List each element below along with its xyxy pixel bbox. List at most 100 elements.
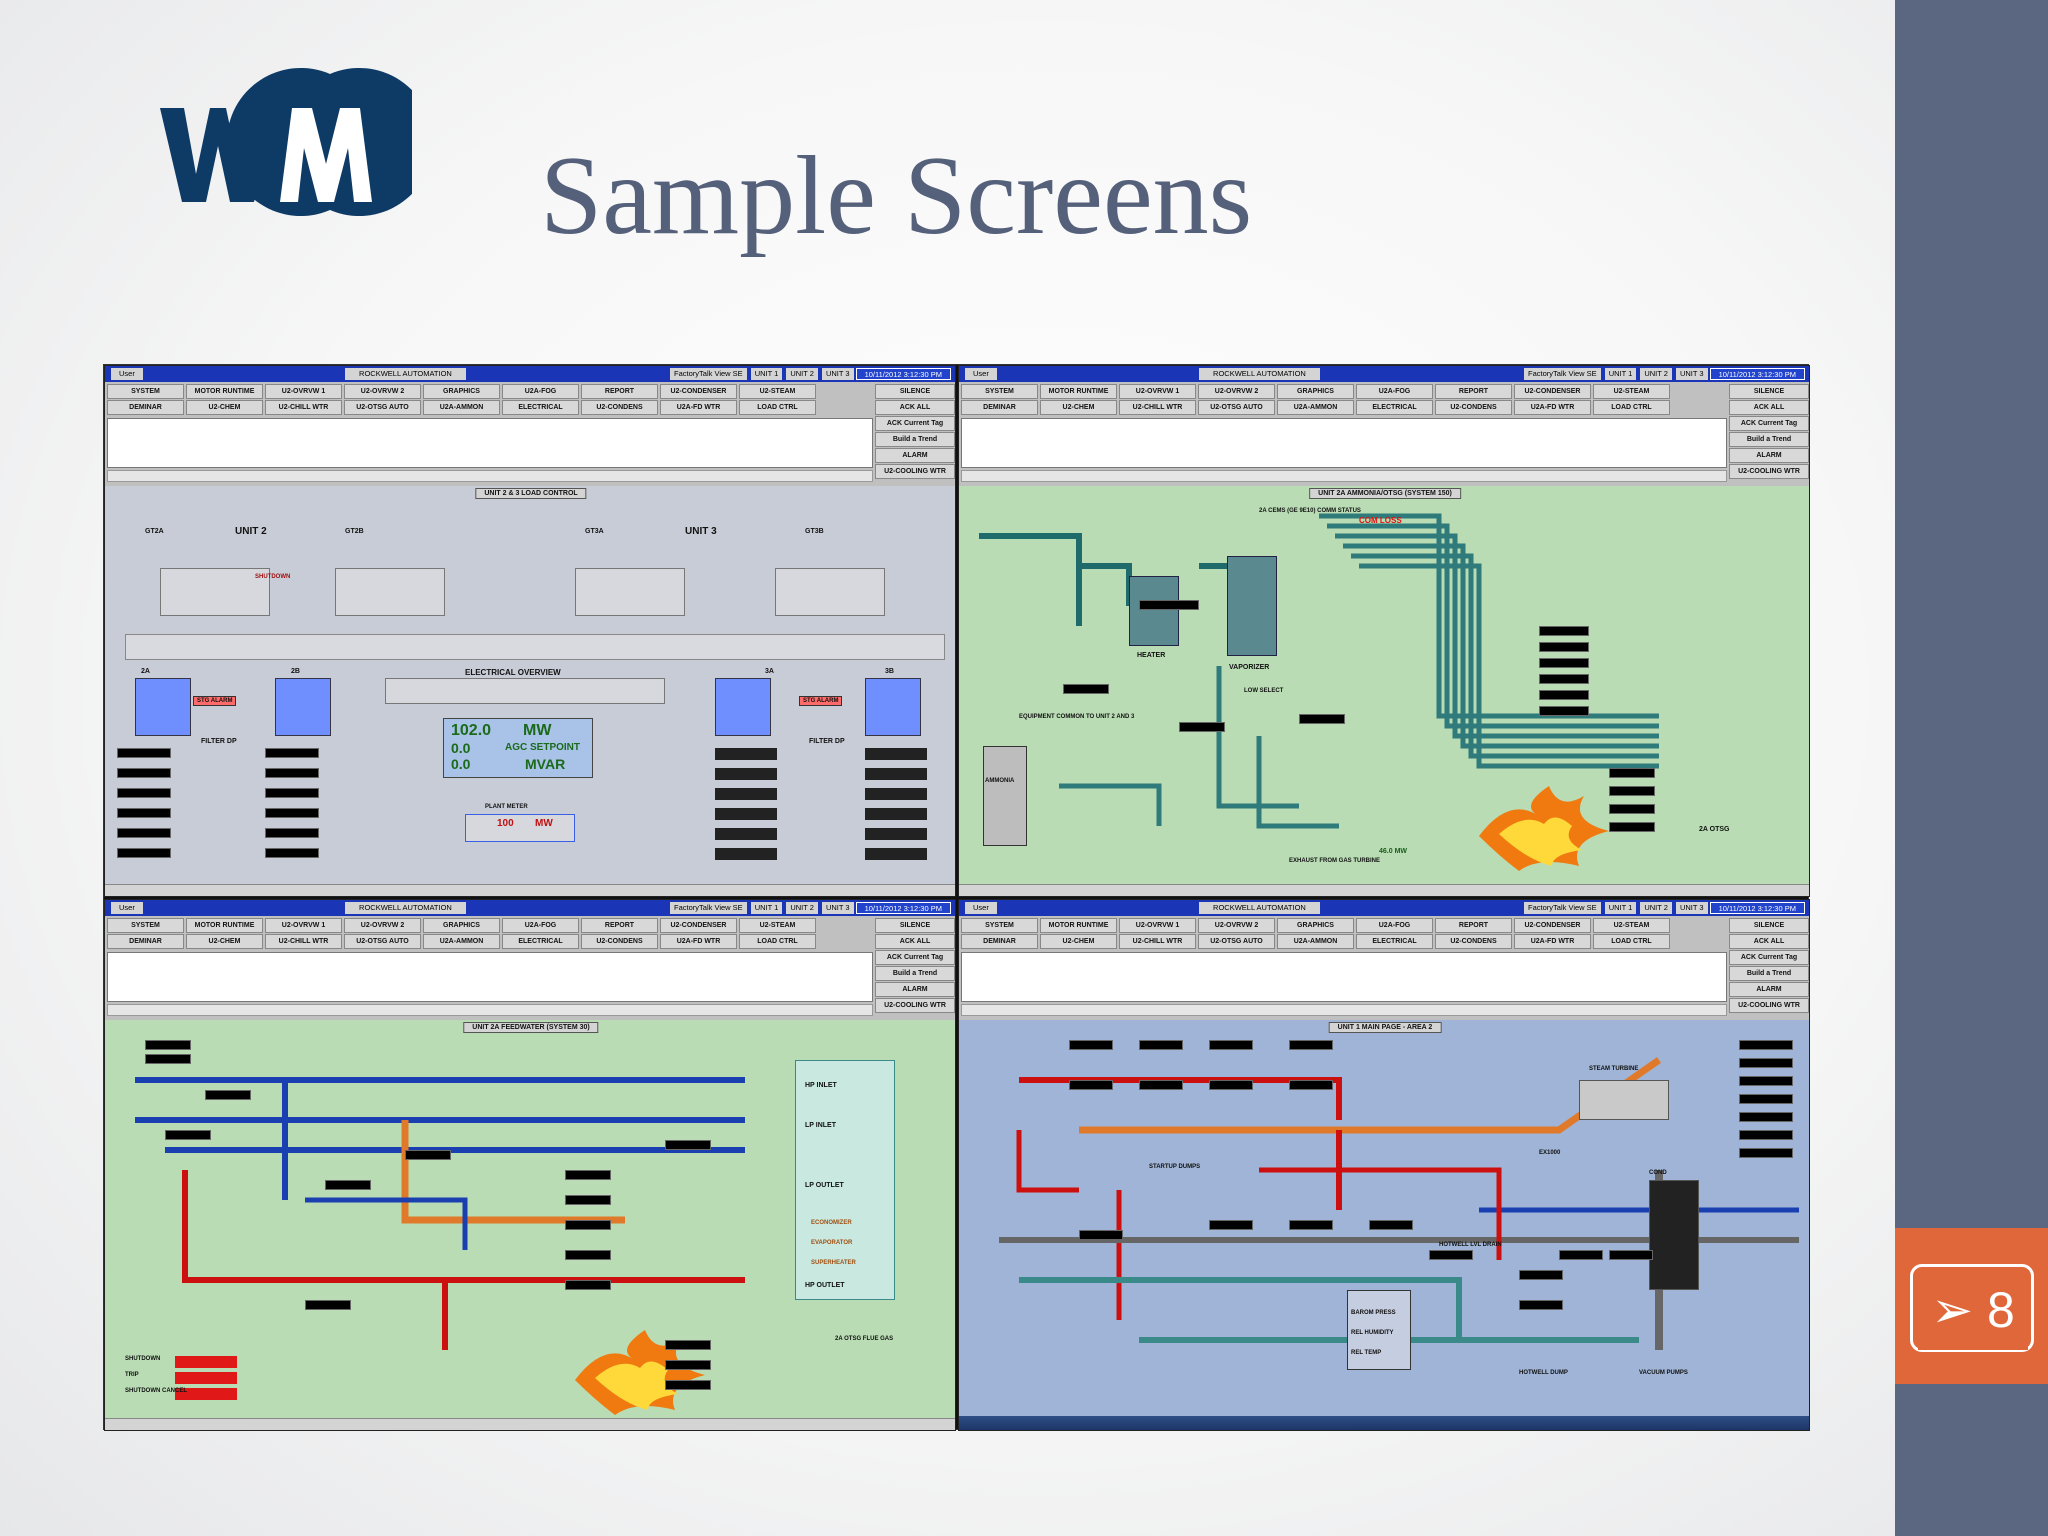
nav-button[interactable]: U2-CHILL WTR	[265, 400, 342, 415]
nav-button[interactable]: MOTOR RUNTIME	[186, 918, 263, 933]
nav-button[interactable]: U2-OVRVW 1	[265, 918, 342, 933]
nav-button[interactable]: U2-OTSG AUTO	[1198, 400, 1275, 415]
side-button[interactable]: Build a Trend	[1729, 966, 1809, 981]
nav-button[interactable]: U2A-AMMON	[1277, 934, 1354, 949]
nav-button[interactable]: U2-CONDENSER	[1514, 384, 1591, 399]
nav-button[interactable]: U2-OVRVW 2	[1198, 384, 1275, 399]
nav-button[interactable]: MOTOR RUNTIME	[1040, 384, 1117, 399]
nav-button[interactable]: U2-OVRVW 2	[1198, 918, 1275, 933]
nav-button[interactable]: U2-CHILL WTR	[265, 934, 342, 949]
nav-button[interactable]: LOAD CTRL	[739, 400, 816, 415]
nav-button[interactable]: SYSTEM	[961, 918, 1038, 933]
nav-button[interactable]: DEMINAR	[107, 934, 184, 949]
nav-button[interactable]: U2-CHILL WTR	[1119, 400, 1196, 415]
nav-button[interactable]: GRAPHICS	[423, 918, 500, 933]
nav-button[interactable]: U2A-FOG	[502, 384, 579, 399]
nav-button[interactable]: U2-CONDENSER	[660, 384, 737, 399]
nav-button[interactable]: U2-CONDENS	[1435, 400, 1512, 415]
nav-button[interactable]: U2-CONDENSER	[660, 918, 737, 933]
nav-button[interactable]: U2-OVRVW 1	[1119, 918, 1196, 933]
side-button[interactable]: ACK Current Tag	[1729, 950, 1809, 965]
nav-button[interactable]: SYSTEM	[107, 918, 184, 933]
nav-button[interactable]: REPORT	[581, 384, 658, 399]
unit-tab[interactable]: UNIT 1	[1604, 368, 1637, 380]
side-button[interactable]: ACK Current Tag	[1729, 416, 1809, 431]
side-button[interactable]: U2-COOLING WTR	[1729, 464, 1809, 479]
nav-button[interactable]: U2-STEAM	[739, 384, 816, 399]
nav-button[interactable]: U2-OVRVW 2	[344, 918, 421, 933]
side-button[interactable]: ACK ALL	[875, 400, 955, 415]
nav-button[interactable]: REPORT	[581, 918, 658, 933]
nav-button[interactable]: SYSTEM	[107, 384, 184, 399]
nav-button[interactable]: U2-CONDENSER	[1514, 918, 1591, 933]
unit-tab[interactable]: UNIT 3	[821, 902, 854, 914]
side-button[interactable]: ALARM	[875, 982, 955, 997]
side-button[interactable]: SILENCE	[1729, 384, 1809, 399]
unit-tab[interactable]: UNIT 2	[786, 902, 818, 914]
nav-button[interactable]: ELECTRICAL	[502, 934, 579, 949]
side-button[interactable]: SILENCE	[1729, 918, 1809, 933]
user-label[interactable]: User	[111, 368, 143, 380]
nav-button[interactable]: ELECTRICAL	[1356, 934, 1433, 949]
nav-button[interactable]: U2-OVRVW 1	[1119, 384, 1196, 399]
side-button[interactable]: ALARM	[1729, 982, 1809, 997]
nav-button[interactable]: U2A-FD WTR	[1514, 934, 1591, 949]
unit-tab[interactable]: UNIT 2	[786, 368, 818, 380]
side-button[interactable]: Build a Trend	[875, 966, 955, 981]
user-label[interactable]: User	[965, 902, 997, 914]
nav-button[interactable]: U2-STEAM	[739, 918, 816, 933]
nav-button[interactable]: U2-CONDENS	[581, 400, 658, 415]
nav-button[interactable]: DEMINAR	[961, 400, 1038, 415]
nav-button[interactable]: U2A-AMMON	[423, 400, 500, 415]
unit-tab[interactable]: UNIT 3	[821, 368, 854, 380]
nav-button[interactable]: U2-CONDENS	[1435, 934, 1512, 949]
side-button[interactable]: U2-COOLING WTR	[875, 998, 955, 1013]
unit-tab[interactable]: UNIT 1	[1604, 902, 1637, 914]
nav-button[interactable]: U2-CHEM	[1040, 934, 1117, 949]
nav-button[interactable]: LOAD CTRL	[739, 934, 816, 949]
nav-button[interactable]: REPORT	[1435, 918, 1512, 933]
nav-button[interactable]: GRAPHICS	[1277, 918, 1354, 933]
nav-button[interactable]: U2A-FOG	[1356, 384, 1433, 399]
nav-button[interactable]: MOTOR RUNTIME	[186, 384, 263, 399]
nav-button[interactable]: LOAD CTRL	[1593, 400, 1670, 415]
nav-button[interactable]: U2A-FD WTR	[1514, 400, 1591, 415]
unit-tab[interactable]: UNIT 2	[1640, 368, 1672, 380]
nav-button[interactable]: ELECTRICAL	[502, 400, 579, 415]
nav-button[interactable]: U2-CHILL WTR	[1119, 934, 1196, 949]
unit-tab[interactable]: UNIT 3	[1675, 902, 1708, 914]
side-button[interactable]: ALARM	[1729, 448, 1809, 463]
nav-button[interactable]: GRAPHICS	[1277, 384, 1354, 399]
unit-tab[interactable]: UNIT 2	[1640, 902, 1672, 914]
nav-button[interactable]: U2A-FOG	[502, 918, 579, 933]
nav-button[interactable]: REPORT	[1435, 384, 1512, 399]
nav-button[interactable]: U2-CHEM	[1040, 400, 1117, 415]
nav-button[interactable]: DEMINAR	[107, 400, 184, 415]
unit-tab[interactable]: UNIT 1	[750, 368, 783, 380]
nav-button[interactable]: DEMINAR	[961, 934, 1038, 949]
nav-button[interactable]: U2A-FD WTR	[660, 934, 737, 949]
side-button[interactable]: ALARM	[875, 448, 955, 463]
nav-button[interactable]: U2-STEAM	[1593, 384, 1670, 399]
nav-button[interactable]: U2A-FOG	[1356, 918, 1433, 933]
side-button[interactable]: SILENCE	[875, 918, 955, 933]
side-button[interactable]: ACK Current Tag	[875, 950, 955, 965]
side-button[interactable]: U2-COOLING WTR	[1729, 998, 1809, 1013]
nav-button[interactable]: U2-OVRVW 1	[265, 384, 342, 399]
side-button[interactable]: SILENCE	[875, 384, 955, 399]
nav-button[interactable]: ELECTRICAL	[1356, 400, 1433, 415]
nav-button[interactable]: SYSTEM	[961, 384, 1038, 399]
nav-button[interactable]: U2A-FD WTR	[660, 400, 737, 415]
nav-button[interactable]: U2-OTSG AUTO	[344, 934, 421, 949]
unit-tab[interactable]: UNIT 3	[1675, 368, 1708, 380]
side-button[interactable]: Build a Trend	[875, 432, 955, 447]
nav-button[interactable]: U2-STEAM	[1593, 918, 1670, 933]
user-label[interactable]: User	[965, 368, 997, 380]
nav-button[interactable]: GRAPHICS	[423, 384, 500, 399]
nav-button[interactable]: U2-OTSG AUTO	[344, 400, 421, 415]
nav-button[interactable]: U2-CHEM	[186, 934, 263, 949]
side-button[interactable]: ACK Current Tag	[875, 416, 955, 431]
side-button[interactable]: U2-COOLING WTR	[875, 464, 955, 479]
user-label[interactable]: User	[111, 902, 143, 914]
side-button[interactable]: ACK ALL	[1729, 400, 1809, 415]
